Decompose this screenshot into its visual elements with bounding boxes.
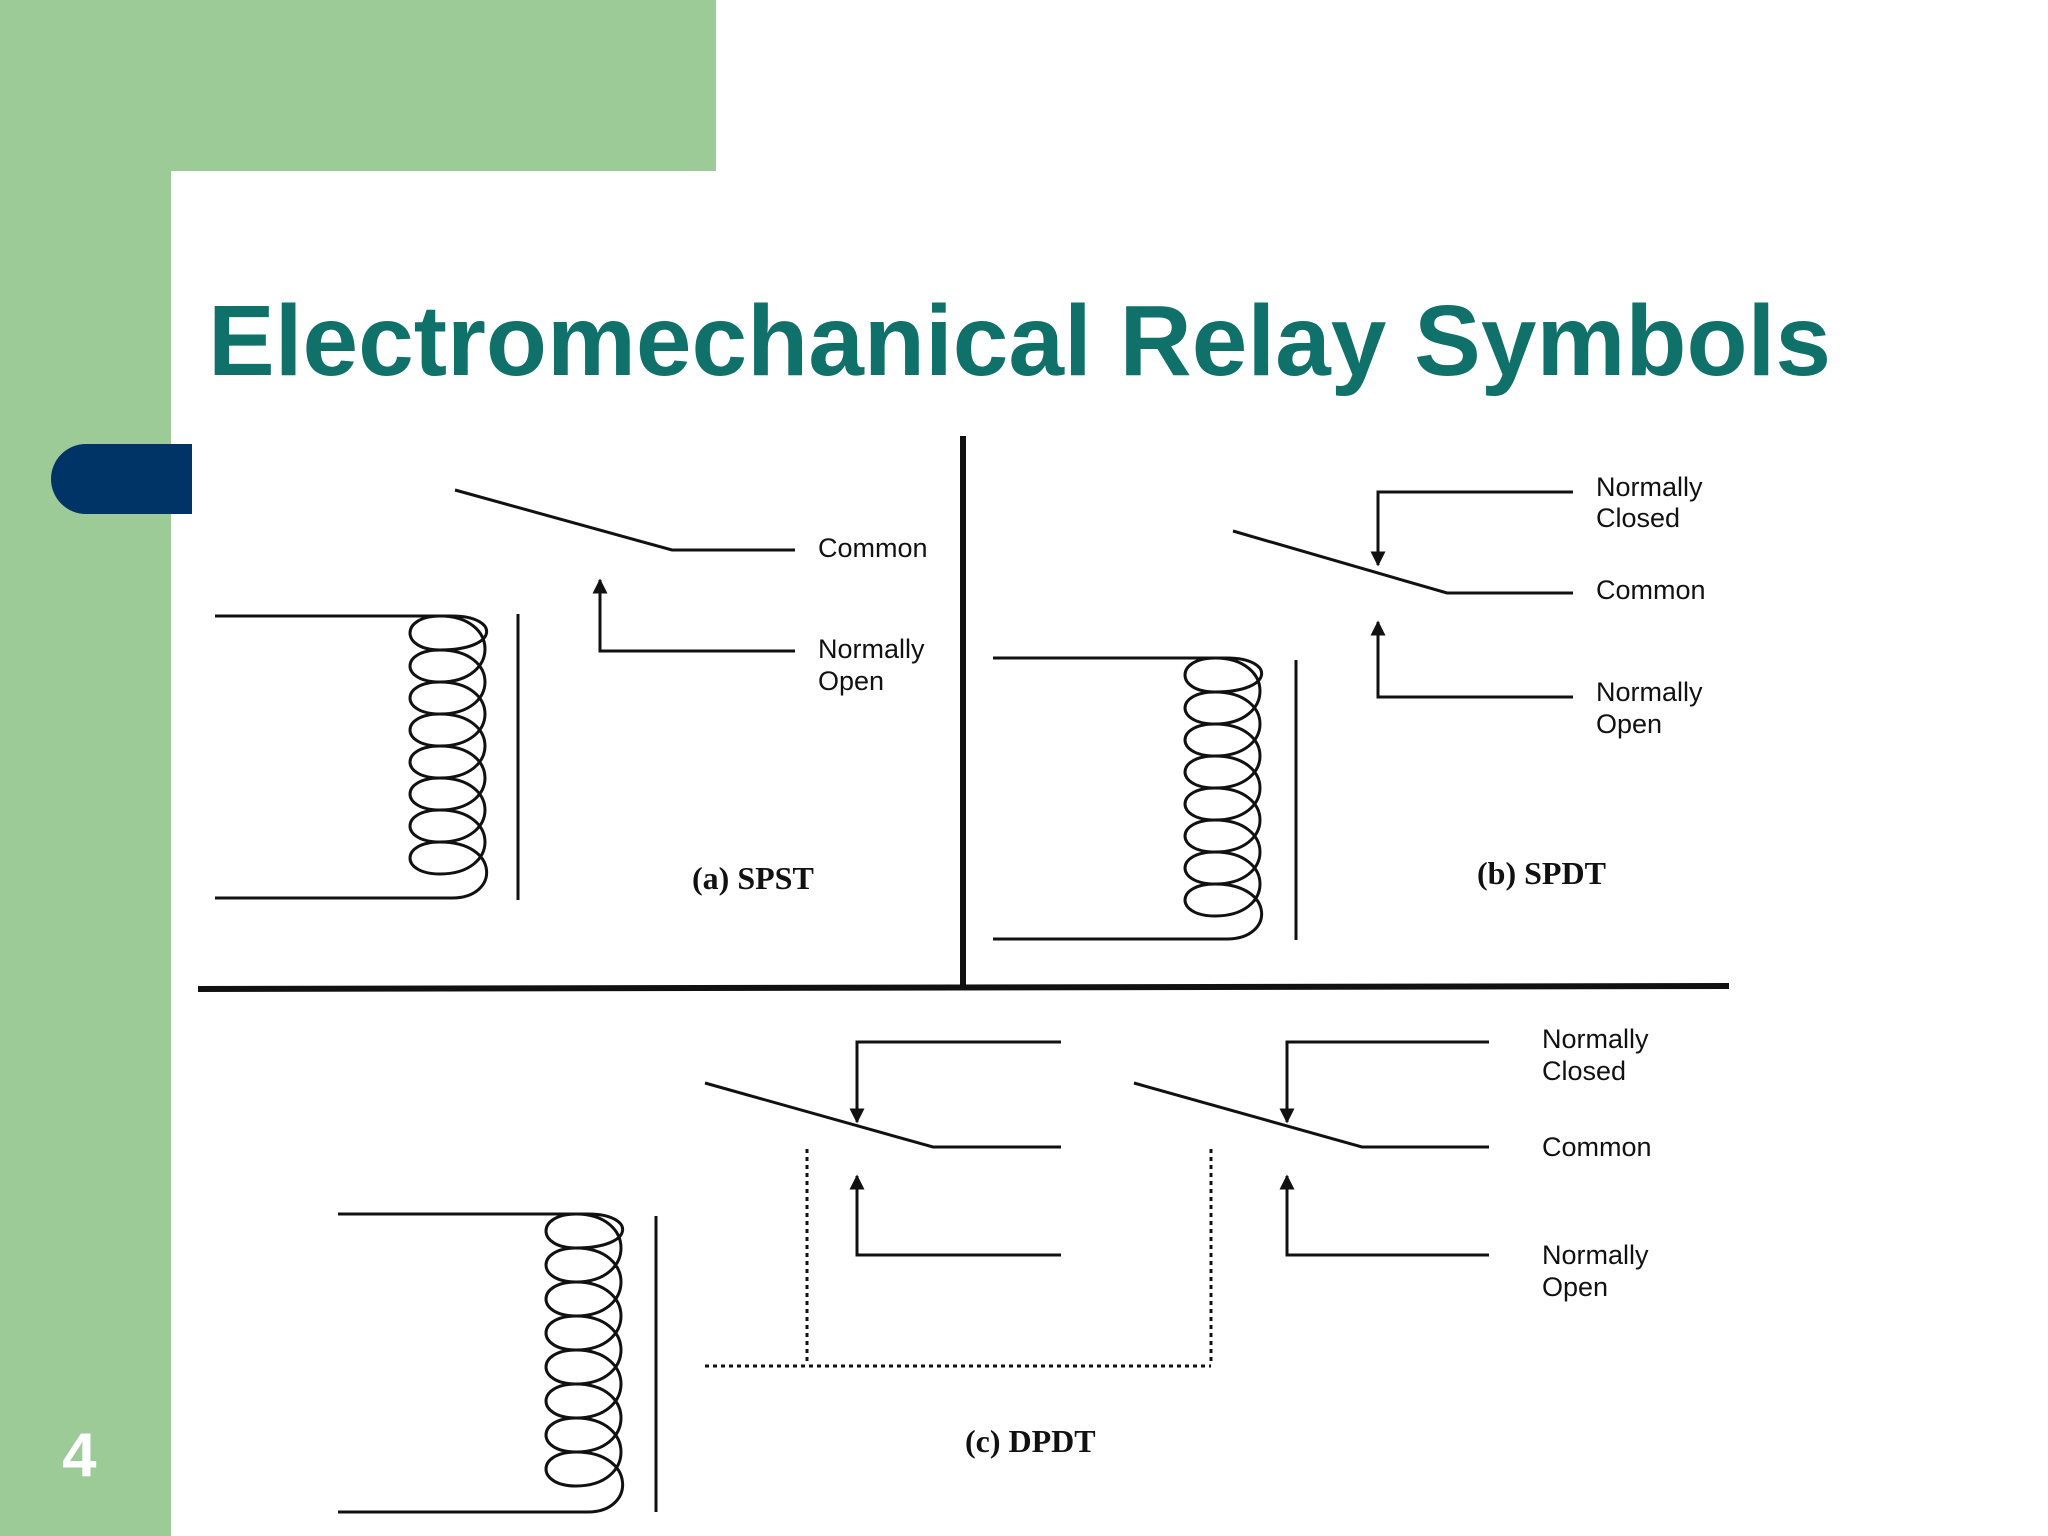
dpdt-mechanical-linkage [705,1149,1213,1368]
dpdt-nc-label-line2: Closed [1542,1056,1626,1086]
spst-no-label-line2: Open [818,666,884,696]
spdt-normally-closed-contact [1370,490,1573,567]
dpdt-no-label-line1: Normally [1542,1240,1649,1270]
spst-caption: (a) SPST [692,860,814,896]
spdt-caption: (b) SPDT [1477,855,1606,891]
spdt-symbol [993,490,1573,941]
dpdt-pole1-switch-arm [704,1081,1061,1149]
navy-tab-accent [51,444,192,514]
slide-title: Electromechanical Relay Symbols [208,285,1831,397]
spdt-common-label: Common [1596,575,1706,605]
spdt-coil [1183,656,1264,941]
spst-common-label: Common [818,533,928,563]
spdt-no-label-line1: Normally [1596,677,1703,707]
dpdt-pole2-normally-open-contact [1279,1174,1489,1257]
spst-switch-arm [454,488,795,552]
dpdt-symbol [338,1040,1489,1514]
dpdt-pole1-normally-open-contact [849,1174,1061,1257]
spdt-switch-arm [1232,529,1573,595]
dpdt-pole2-switch-arm [1133,1081,1489,1149]
spdt-nc-label-line1: Normally [1596,472,1703,502]
spdt-no-label-line2: Open [1596,709,1662,739]
spdt-normally-open-contact [1370,620,1573,699]
spst-symbol [215,488,795,900]
horizontal-divider [197,983,1730,992]
spst-no-label-line1: Normally [818,634,925,664]
dpdt-nc-label-line1: Normally [1542,1024,1649,1054]
dpdt-coil [544,1212,625,1514]
spst-normally-open-contact [592,578,795,653]
dpdt-pole2-normally-closed-contact [1279,1040,1489,1124]
dpdt-caption: (c) DPDT [965,1423,1096,1459]
spst-coil [408,614,489,900]
dpdt-common-label: Common [1542,1132,1652,1162]
green-sidebar-band [0,0,171,1536]
dpdt-pole1-normally-closed-contact [849,1040,1061,1124]
green-top-band [0,0,716,171]
dpdt-no-label-line2: Open [1542,1272,1608,1302]
spdt-nc-label-line2: Closed [1596,503,1680,533]
slide-number: 4 [62,1421,97,1490]
